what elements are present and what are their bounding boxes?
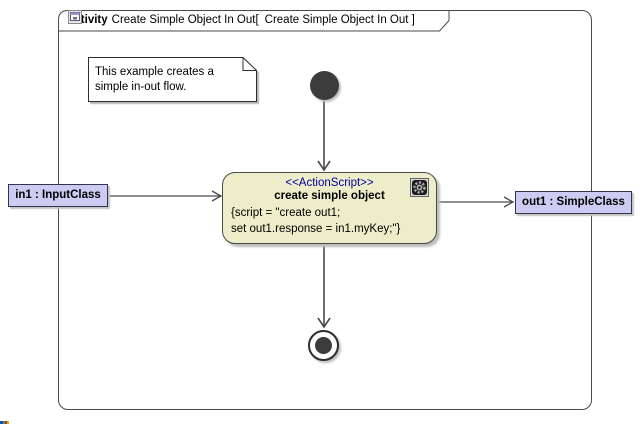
action-script-line: {script = "create out1; bbox=[231, 207, 341, 219]
action-node[interactable]: <<ActionScript>> create simple object {s… bbox=[222, 172, 437, 244]
input-pin-label: in1 : InputClass bbox=[15, 189, 101, 201]
comment-note[interactable]: This example creates a simple in-out flo… bbox=[88, 57, 257, 102]
screenshot-edge-artifact bbox=[0, 421, 9, 424]
action-script-line: set out1.response = in1.myKey;"} bbox=[231, 223, 401, 235]
gear-icon bbox=[410, 178, 429, 197]
action-stereotype: <<ActionScript>> bbox=[285, 177, 374, 189]
final-node-core bbox=[315, 337, 332, 354]
frame-title-shape bbox=[58, 10, 450, 32]
output-pin[interactable]: out1 : SimpleClass bbox=[515, 191, 632, 214]
note-shape bbox=[88, 57, 257, 102]
note-line: This example creates a bbox=[95, 66, 214, 78]
action-name: create simple object bbox=[274, 190, 385, 202]
frame-name: Create Simple Object In Out[ bbox=[111, 14, 259, 26]
output-pin-label: out1 : SimpleClass bbox=[522, 196, 625, 208]
activity-final-node[interactable] bbox=[308, 330, 339, 361]
frame-diagram-ref: Create Simple Object In Out ] bbox=[264, 14, 415, 26]
initial-node[interactable] bbox=[310, 71, 339, 100]
input-pin[interactable]: in1 : InputClass bbox=[8, 184, 108, 207]
note-line: simple in-out flow. bbox=[95, 81, 187, 93]
